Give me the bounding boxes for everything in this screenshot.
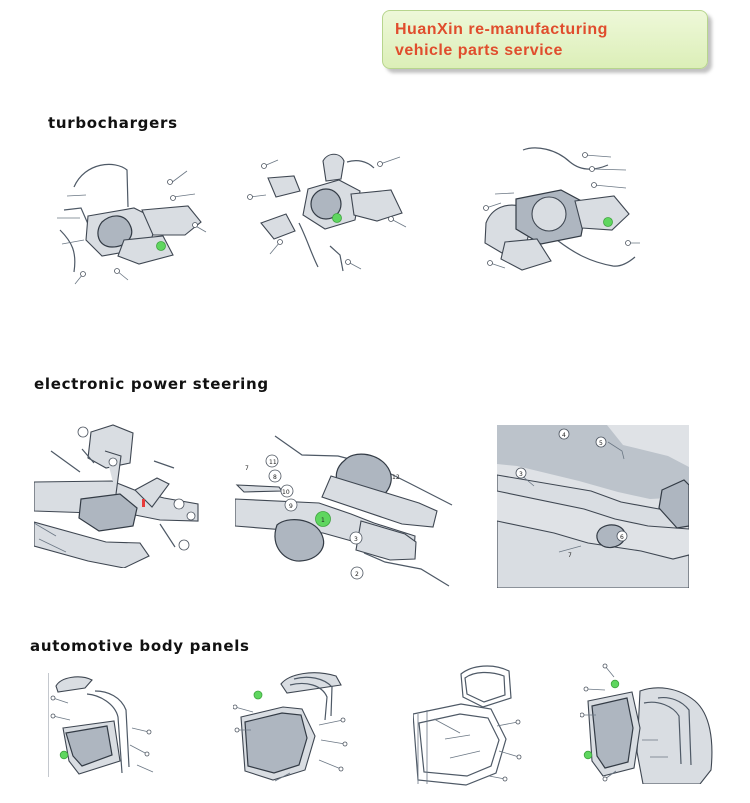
door-panel-exploded-view-1 [48, 673, 154, 777]
body-panel-diagram-1 [48, 673, 158, 777]
automotive-body-panels-heading: automotive body panels [30, 637, 250, 655]
svg-text:11: 11 [269, 459, 277, 466]
banner-line-2: vehicle parts service [395, 42, 563, 59]
svg-text:5: 5 [599, 440, 603, 447]
svg-text:6: 6 [620, 534, 624, 541]
turbocharger-diagram-2 [246, 145, 410, 275]
svg-text:3: 3 [519, 471, 523, 478]
steering-rack-exploded-view-1 [34, 424, 199, 568]
body-panel-diagram-4 [580, 661, 714, 784]
svg-text:9: 9 [289, 503, 293, 510]
svg-text:8: 8 [273, 474, 277, 481]
svg-text:1: 1 [321, 517, 325, 524]
body-panel-diagram-2 [233, 669, 355, 785]
svg-text:3: 3 [354, 536, 358, 543]
svg-text:10: 10 [282, 489, 290, 496]
steering-rack-illustrated-view-3: 4 5 3 6 7 [497, 425, 689, 588]
turbocharger-exploded-view-1 [57, 163, 207, 285]
steering-rack-exploded-view-2: 11 8 10 9 3 2 7 12 1 [235, 435, 453, 587]
svg-text:4: 4 [562, 432, 566, 439]
svg-text:7: 7 [245, 465, 249, 472]
turbocharger-diagram-3 [478, 145, 643, 281]
power-steering-diagram-2: 11 8 10 9 3 2 7 12 1 [235, 422, 465, 592]
turbocharger-exploded-view-2 [247, 153, 407, 272]
turbochargers-heading: turbochargers [48, 114, 178, 132]
body-panel-diagram-3 [413, 663, 527, 786]
power-steering-diagram-1 [34, 420, 202, 568]
door-panel-exploded-view-3 [413, 665, 522, 786]
door-panel-exploded-view-4 [580, 663, 713, 784]
banner-line-1: HuanXin re-manufacturing [395, 21, 608, 38]
door-panel-exploded-view-2 [233, 672, 348, 782]
power-steering-diagram-3: 4 5 3 6 7 [497, 425, 689, 588]
svg-text:12: 12 [392, 474, 400, 481]
svg-text:2: 2 [355, 571, 359, 578]
svg-text:7: 7 [568, 552, 572, 559]
company-banner: HuanXin re-manufacturing vehicle parts s… [382, 10, 708, 69]
turbocharger-diagram-1 [50, 152, 210, 287]
turbocharger-exploded-view-3 [483, 147, 640, 271]
electronic-power-steering-heading: electronic power steering [34, 375, 269, 393]
